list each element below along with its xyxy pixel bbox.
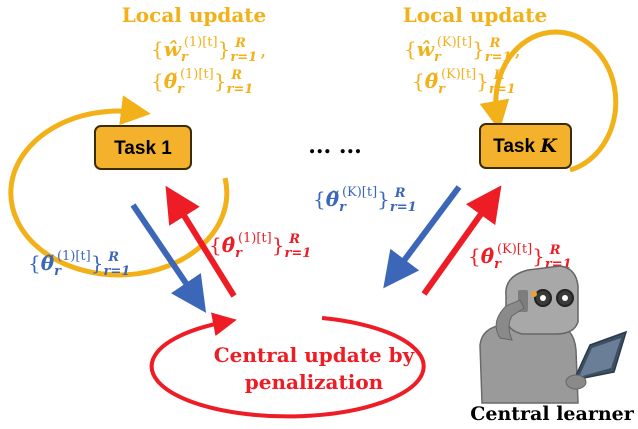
- upload-label-task-1: {θ̃r(1)[t]}r=1R: [28, 249, 130, 279]
- svg-text:{θ̃r(1)[t]}r=1R: {θ̃r(1)[t]}r=1R: [151, 67, 253, 97]
- task-1-box: Task 1: [94, 125, 192, 170]
- svg-text:{θ̂r(1)[t]}r=1R: {θ̂r(1)[t]}r=1R: [209, 231, 311, 261]
- svg-text:{θ̃r(1)[t]}r=1R: {θ̃r(1)[t]}r=1R: [28, 249, 130, 279]
- svg-text:Task 1: Task 1: [114, 138, 172, 159]
- svg-text:{ŵr(K)[t]}r=1R,: {ŵr(K)[t]}r=1R,: [404, 35, 521, 65]
- central-learner-robot-icon: [479, 265, 628, 404]
- task-k-box: Task K: [479, 123, 572, 169]
- local-loop-arrow-left: [8, 95, 230, 278]
- local-formula-right-params: {θ̃r(K)[t]}r=1R: [412, 67, 516, 97]
- central-learner-label: Central learner: [470, 403, 634, 425]
- local-formula-left-params: {θ̃r(1)[t]}r=1R: [151, 67, 253, 97]
- local-formula-left-weights: {ŵr(1)[t]}r=1R,: [151, 35, 266, 65]
- svg-text:{ŵr(1)[t]}r=1R,: {ŵr(1)[t]}r=1R,: [151, 35, 266, 65]
- upload-label-task-k: {θ̃r(K)[t]}r=1R: [313, 185, 417, 215]
- task-1-prefix: Task: [114, 138, 156, 159]
- download-arrow-task-k: [421, 185, 502, 296]
- svg-text:Task K: Task K: [493, 135, 558, 157]
- download-label-task-1: {θ̂r(1)[t]}r=1R: [209, 231, 311, 261]
- local-loop-arrow-right: [479, 29, 619, 173]
- local-update-title-left: Local update: [122, 3, 267, 27]
- local-formula-right-weights: {ŵr(K)[t]}r=1R,: [404, 35, 521, 65]
- task-1-index: 1: [161, 138, 172, 159]
- task-k-prefix: Task: [493, 136, 535, 157]
- central-update-loop: [149, 312, 426, 419]
- download-arrow-task-1: [165, 185, 237, 298]
- tasks-ellipsis: ... ...: [308, 133, 362, 159]
- svg-text:{θ̃r(K)[t]}r=1R: {θ̃r(K)[t]}r=1R: [313, 185, 417, 215]
- upload-arrow-task-1: [130, 203, 207, 313]
- central-update-line-2: penalization: [245, 370, 384, 394]
- upload-arrow-task-k: [383, 185, 462, 289]
- task-k-index: K: [539, 135, 558, 157]
- central-update-line-1: Central update by: [214, 343, 416, 367]
- local-update-title-right: Local update: [403, 3, 548, 27]
- svg-text:{θ̃r(K)[t]}r=1R: {θ̃r(K)[t]}r=1R: [412, 67, 516, 97]
